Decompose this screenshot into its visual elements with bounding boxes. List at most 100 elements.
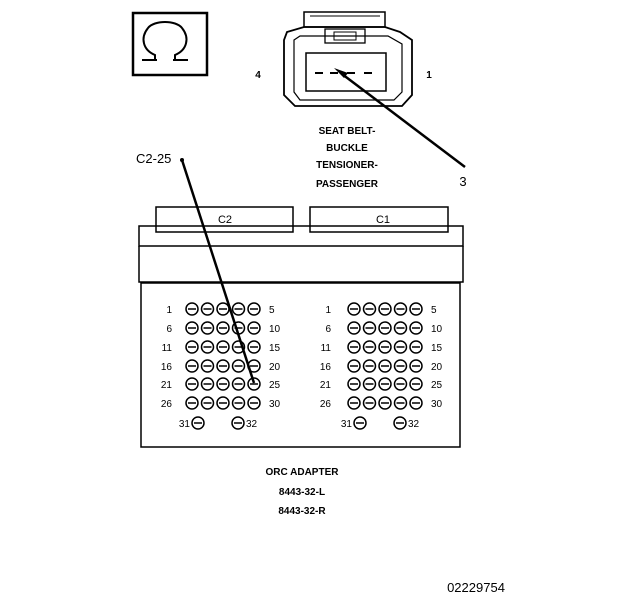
probe-lead-pin-3: 3 [334,68,467,189]
c2-row-end-label: 5 [269,305,275,316]
adapter-pin [393,377,408,391]
c2-row-start-label: 26 [161,399,173,410]
adapter-pin [185,340,199,354]
adapter-pin [378,396,392,410]
adapter-pin [347,340,361,354]
adapter-pin [216,359,230,373]
c2-row-end-label: 10 [269,324,281,335]
adapter-pin [200,321,215,335]
adapter-pin [409,396,423,410]
c1-row-start-label: 16 [320,362,332,373]
c2-row-start-label: 16 [161,362,173,373]
adapter-pin [231,359,246,373]
adapter-pin [362,340,377,354]
adapter-pin [393,416,407,430]
c1-row-end-label: 10 [431,324,443,335]
adapter-pin [393,321,408,335]
adapter-pin [216,377,230,391]
adapter-pin [347,377,361,391]
adapter-pin [216,396,230,410]
c1-row-end-label: 30 [431,399,443,410]
adapter-pin [216,340,230,354]
adapter-pin [185,396,199,410]
adapter-pin [200,340,215,354]
c2-row-start-label: 1 [166,305,172,316]
adapter-pin [409,302,423,316]
adapter-pin [378,340,392,354]
c1-row-end-label: 5 [431,305,437,316]
c2-row-start-label: 21 [161,380,173,391]
c2-row-end-label: 25 [269,380,281,391]
adapter-pin [347,396,361,410]
connector-name-line-1: SEAT BELT- [319,126,376,137]
adapter-pin [393,359,408,373]
adapter-pin [362,396,377,410]
ohm-symbol [131,11,209,77]
pin-label-4: 4 [255,70,261,81]
adapter-pin [362,321,377,335]
adapter-pin [231,302,246,316]
adapter-pin [393,396,408,410]
adapter-pin [216,302,230,316]
adapter-pin [200,377,215,391]
adapter-name-line-1: ORC ADAPTER [266,467,340,478]
adapter-pin [362,359,377,373]
adapter-pin [185,377,199,391]
probe-label-c2-25: C2-25 [136,151,171,166]
adapter-pin [409,321,423,335]
adapter-pin [362,377,377,391]
c2-header [155,206,294,233]
c2-pin-32-label: 32 [246,419,258,430]
adapter-pin [200,396,215,410]
adapter-name-line-2: 8443-32-L [279,487,325,498]
adapter-pin [347,302,361,316]
adapter-pin [247,377,261,391]
adapter-pin [231,416,245,430]
c1-label: C1 [376,214,390,226]
adapter-pin [247,340,261,354]
seat-belt-connector: 4 1 [255,11,432,107]
adapter-pin [347,359,361,373]
adapter-pin [362,302,377,316]
pin-label-1: 1 [426,70,432,81]
connector-name-line-2: BUCKLE [326,143,368,154]
c1-row-start-label: 1 [325,305,331,316]
c2-row-start-label: 6 [166,324,172,335]
adapter-pin [247,396,261,410]
c1-row-start-label: 26 [320,399,332,410]
adapter-pin [231,377,246,391]
c2-row-end-label: 15 [269,343,281,354]
adapter-pin [191,416,205,430]
ohm-icon [142,21,188,61]
c2-label: C2 [218,214,232,226]
adapter-name: ORC ADAPTER 8443-32-L 8443-32-R [266,467,340,517]
c1-row-start-label: 11 [321,343,332,354]
adapter-pin [200,359,215,373]
adapter-pin [378,321,392,335]
connector-name: SEAT BELT- BUCKLE TENSIONER- PASSENGER [316,126,379,190]
c1-row-end-label: 20 [431,362,443,373]
c1-header [309,206,449,233]
adapter-pin [200,302,215,316]
pin-callout-3: 3 [459,174,466,189]
probe-lead-c2-25: C2-25 [136,151,256,384]
adapter-pin [185,359,199,373]
adapter-pin [378,302,392,316]
c2-pin-31-label: 31 [179,419,191,430]
figure-id: 02229754 [447,580,505,595]
adapter-pin [347,321,361,335]
adapter-pin [231,396,246,410]
connector-name-line-3: TENSIONER- [316,160,378,171]
adapter-pin [409,377,423,391]
adapter-name-line-3: 8443-32-R [278,506,326,517]
c1-row-start-label: 21 [320,380,332,391]
c1-pin-31-label: 31 [341,419,353,430]
adapter-pin [378,359,392,373]
adapter-pin [378,377,392,391]
c2-row-end-label: 20 [269,362,281,373]
c1-row-end-label: 15 [431,343,443,354]
adapter-pin [247,302,261,316]
adapter-pin [216,321,230,335]
